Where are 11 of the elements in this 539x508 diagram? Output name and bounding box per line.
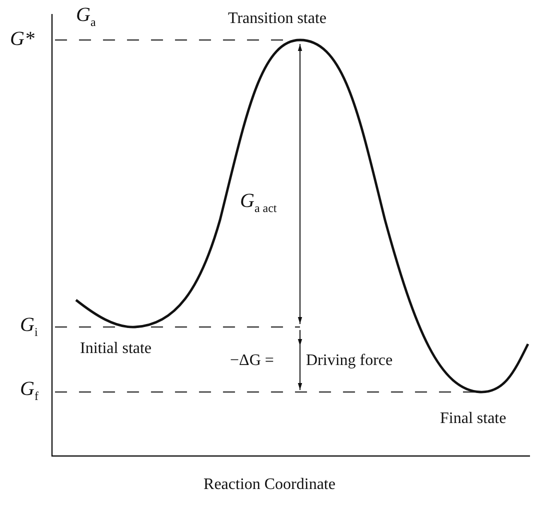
state-label: Transition state: [228, 10, 327, 28]
state-label: Final state: [440, 410, 506, 428]
axis-label: G$_{a}$: [76, 4, 96, 30]
axis-tick-label: G*: [10, 28, 34, 50]
axis-tick-label: G$_{f}$: [20, 378, 38, 404]
axis-tick-label: G$_{i}$: [20, 314, 38, 340]
state-label: Initial state: [80, 340, 152, 358]
axis-title: Reaction Coordinate: [202, 476, 336, 494]
quantity-label: −ΔG =: [230, 352, 274, 370]
quantity-label: G$_{a act}$: [240, 190, 277, 216]
quantity-label: Driving force: [306, 352, 393, 370]
